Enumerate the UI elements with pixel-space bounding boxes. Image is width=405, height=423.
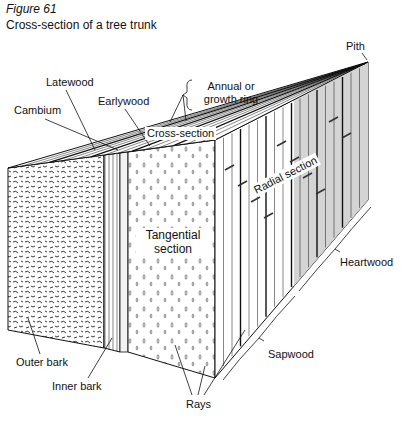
figure-number: Figure 61: [6, 2, 57, 16]
part-label: Heartwood: [340, 256, 393, 269]
leader-line: [170, 95, 186, 122]
wood-grain: [22, 63, 366, 366]
grain-line: [257, 120, 258, 326]
grain-line: [316, 90, 317, 257]
grain-line: [238, 181, 247, 186]
leader-line: [28, 318, 40, 354]
grain-line: [77, 63, 366, 159]
part-label: Sapwood: [268, 348, 314, 361]
grain-line: [277, 141, 286, 146]
grain-line: [249, 125, 250, 337]
part-label: Earlywood: [98, 95, 149, 108]
bracket: [223, 296, 295, 380]
grain-line: [118, 63, 366, 153]
leader-line: [88, 338, 112, 378]
figure-caption: Cross-section of a tree trunk: [6, 18, 157, 32]
grain-line: [342, 133, 351, 138]
grain-line: [240, 129, 241, 346]
grain-line: [325, 86, 326, 248]
grain-line: [308, 94, 309, 267]
outer-bark-face: [8, 155, 104, 348]
part-label: Rays: [186, 398, 211, 411]
part-label: Annual or growth ring: [196, 80, 266, 106]
grain-line: [49, 63, 366, 162]
bracket: [299, 207, 371, 291]
part-label: Latewood: [46, 76, 94, 89]
grain-line: [105, 63, 366, 155]
leader-line: [45, 119, 118, 150]
cambium-step: [120, 152, 128, 352]
part-label: Cross-section: [145, 127, 216, 140]
grain-line: [22, 63, 366, 166]
grain-line: [274, 112, 275, 307]
grain-line: [303, 173, 312, 178]
grain-line: [359, 68, 360, 208]
grain-line: [146, 63, 366, 149]
part-label: Cambium: [14, 104, 61, 117]
inner-bark-face: [104, 153, 120, 352]
grain-line: [283, 107, 284, 297]
heartwood-shade: [294, 62, 368, 286]
grain-line: [300, 99, 301, 277]
grain-line: [342, 77, 343, 228]
part-label: Inner bark: [52, 380, 102, 393]
leader-line: [175, 330, 245, 395]
part-label: Outer bark: [16, 356, 68, 369]
grain-line: [291, 103, 292, 287]
part-label: Tangential section: [136, 228, 210, 256]
leader-line: [66, 90, 95, 150]
grain-line: [351, 73, 352, 218]
part-label: Pith: [346, 40, 365, 53]
leader-lines: [28, 53, 371, 395]
leader-line: [362, 53, 367, 60]
grain-line: [225, 165, 234, 170]
grain-line: [264, 213, 273, 218]
grain-line: [329, 117, 338, 122]
grain-line: [334, 81, 335, 237]
grain-line: [316, 189, 325, 194]
grain-line: [223, 138, 224, 366]
tangential-face: [128, 140, 215, 378]
grain-line: [91, 63, 366, 157]
